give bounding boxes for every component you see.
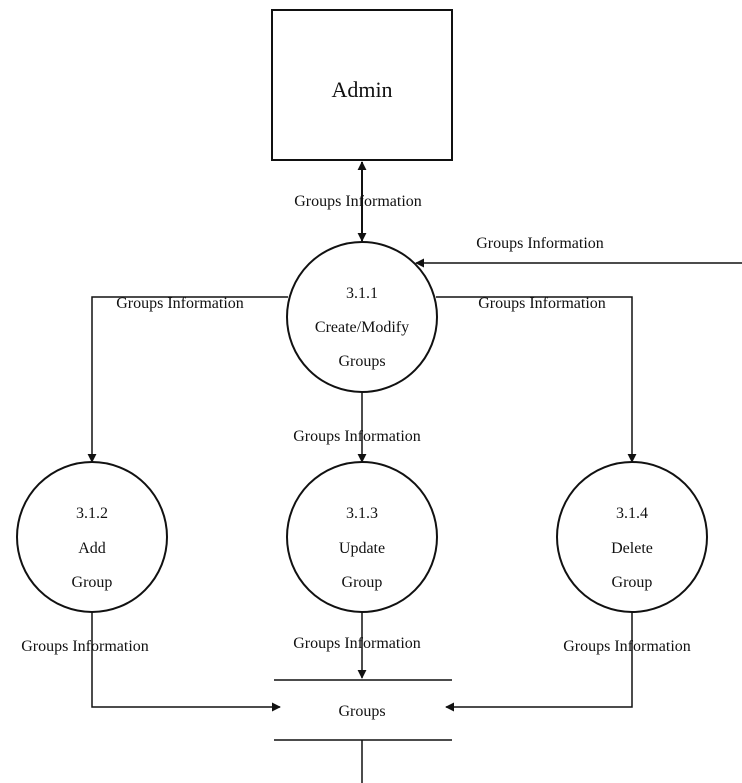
process-313-name-2: Group [342,574,383,591]
flow-label-311-312: Groups Information [116,295,244,312]
process-311-id: 3.1.1 [346,285,378,302]
process-313-name: Update [339,540,385,557]
process-314-name-2: Group [612,574,653,591]
flow-label-311-314: Groups Information [478,295,606,312]
datastore-label: Groups [338,703,385,720]
process-311-name-2: Groups [338,353,385,370]
flow-label-313-store: Groups Information [293,635,421,652]
flow-label-external-311: Groups Information [476,235,604,252]
process-312-name-2: Group [72,574,113,591]
flow-label-314-store: Groups Information [563,638,691,655]
process-312-name: Add [78,540,106,557]
process-314-name: Delete [611,540,653,557]
process-312-id: 3.1.2 [76,505,108,522]
admin-entity-box [271,9,453,161]
flow-label-311-313: Groups Information [293,428,421,445]
admin-entity-label: Admin [331,77,392,102]
flow-314-store [445,612,633,712]
flow-label-admin-311: Groups Information [294,193,422,210]
flow-label-312-store: Groups Information [21,638,149,655]
flow-312-store [91,612,281,712]
process-313-id: 3.1.3 [346,505,378,522]
flow-311-312 [87,296,288,463]
flow-311-314 [436,296,637,463]
process-311-circle [286,241,438,393]
process-314-id: 3.1.4 [616,505,648,522]
process-311-name: Create/Modify [315,319,409,336]
